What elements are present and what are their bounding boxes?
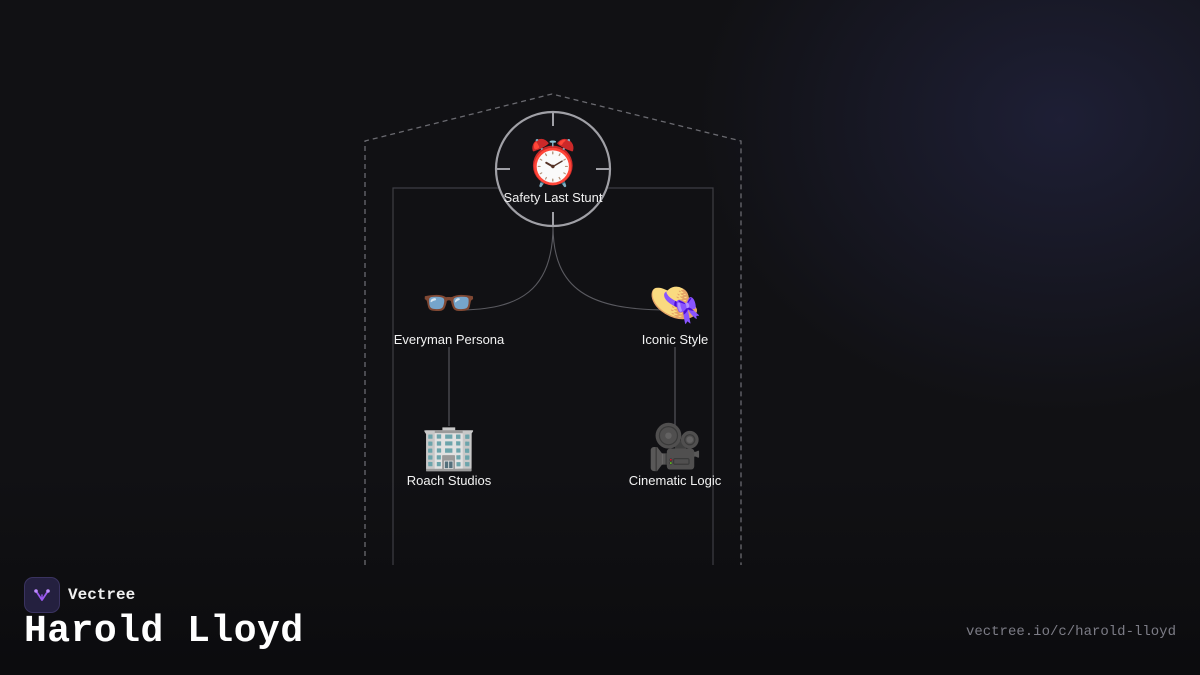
office-building-icon: 🏢 [421, 422, 477, 473]
page-title: Harold Lloyd [24, 610, 304, 653]
dashed-frame [364, 93, 742, 565]
movie-camera-icon: 🎥 [647, 422, 703, 473]
node-label-everyman-persona[interactable]: Everyman Persona [393, 332, 505, 347]
vectree-logo-icon [24, 577, 60, 613]
inner-frame [392, 187, 714, 565]
alarm-clock-icon: ⏰ [525, 138, 581, 189]
glasses-icon: 👓 [421, 278, 477, 329]
page-url[interactable]: vectree.io/c/harold-lloyd [965, 624, 1176, 640]
connector-root-everyman [457, 225, 554, 311]
straw-hat-icon: 👒 [647, 278, 703, 329]
brand-name: Vectree [68, 586, 136, 604]
brand[interactable]: Vectree [24, 577, 135, 613]
connector-root-iconic [552, 225, 669, 311]
node-label-roach-studios[interactable]: Roach Studios [406, 473, 492, 488]
node-label-cinematic-logic[interactable]: Cinematic Logic [628, 473, 722, 488]
root-node-label[interactable]: Safety Last Stunt [503, 190, 603, 205]
node-label-iconic-style[interactable]: Iconic Style [641, 332, 709, 347]
